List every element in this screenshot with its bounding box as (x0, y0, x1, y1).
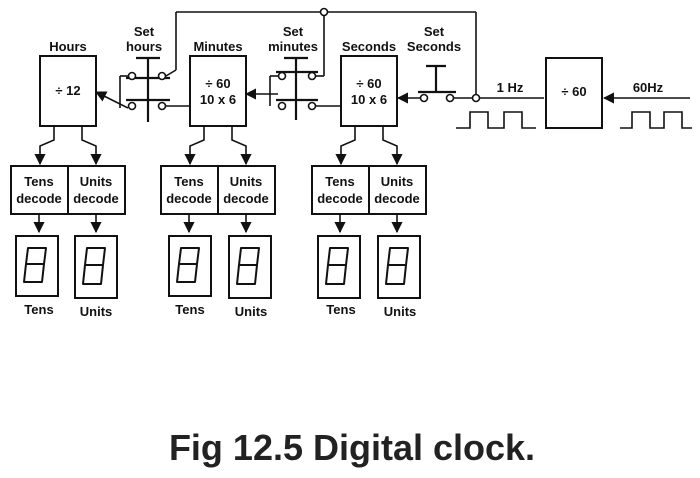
sixty-hz-signal: 60Hz (602, 80, 692, 129)
prescaler-box (545, 57, 603, 129)
hours-divider-box (39, 55, 97, 127)
hours-divider-label: ÷ 12 (55, 83, 80, 98)
minutes-units-decoder-label-1: Units (230, 174, 263, 189)
minutes-tens-display (168, 235, 212, 297)
set-seconds-label-2: Seconds (407, 39, 461, 54)
set-hours-switch: Set hours (94, 24, 190, 122)
minutes-divider-label: ÷ 60 (205, 76, 230, 91)
minutes-units-decoder-label-2: decode (223, 191, 269, 206)
set-minutes-switch: Set minutes (244, 24, 340, 120)
minutes-tens-caption: Tens (175, 302, 204, 317)
decoder-feeds (34, 126, 403, 166)
hours-tens-decoder-label-1: Tens (24, 174, 53, 189)
seconds-units-decoder-label-2: decode (374, 191, 420, 206)
set-minutes-label-1: Set (283, 24, 304, 39)
hours-decoders: Tens decode Units decode (10, 165, 126, 215)
minutes-units-decoder (217, 165, 276, 215)
minutes-units-display (228, 235, 272, 299)
seconds-tens-decoder-label-1: Tens (325, 174, 354, 189)
one-hz-label: 1 Hz (497, 80, 524, 95)
seconds-units-display (377, 235, 421, 299)
set-seconds-switch: Set Seconds (396, 24, 544, 104)
minutes-tens-decoder-label-1: Tens (174, 174, 203, 189)
seconds-divider-sublabel: 10 x 6 (351, 92, 387, 107)
minutes-counter: Minutes ÷ 60 10 x 6 (189, 39, 247, 127)
display-feeds (33, 214, 403, 234)
prescaler-label: ÷ 60 (561, 84, 586, 99)
minutes-divider-sublabel: 10 x 6 (200, 92, 236, 107)
hours-tens-display (15, 235, 59, 297)
seconds-units-caption: Units (384, 304, 417, 319)
minutes-tens-decoder-label-2: decode (166, 191, 212, 206)
seconds-tens-display (317, 235, 361, 299)
minutes-decoders: Tens decode Units decode (160, 165, 276, 215)
seconds-counter: Seconds ÷ 60 10 x 6 (340, 39, 398, 127)
hours-units-decoder-label-2: decode (73, 191, 119, 206)
set-hours-label-2: hours (126, 39, 162, 54)
seconds-tens-caption: Tens (326, 302, 355, 317)
minutes-divider-box (189, 55, 247, 127)
sixty-hz-label: 60Hz (633, 80, 664, 95)
prescaler-counter: ÷ 60 (545, 57, 603, 129)
hours-units-decoder-label-1: Units (80, 174, 113, 189)
seconds-tens-decoder-label-2: decode (317, 191, 363, 206)
seconds-divider-box (340, 55, 398, 127)
figure-caption: Fig 12.5 Digital clock. (169, 427, 535, 468)
minutes-title: Minutes (193, 39, 242, 54)
seconds-decoders: Tens decode Units decode (311, 165, 427, 215)
hours-units-display (74, 235, 118, 299)
seconds-title: Seconds (342, 39, 396, 54)
minutes-tens-decoder (160, 165, 219, 215)
set-minutes-label-2: minutes (268, 39, 318, 54)
one-hz-signal: 1 Hz (456, 80, 536, 129)
seconds-divider-label: ÷ 60 (356, 76, 381, 91)
minutes-units-caption: Units (235, 304, 268, 319)
set-seconds-label-1: Set (424, 24, 445, 39)
hours-tens-decoder-label-2: decode (16, 191, 62, 206)
feedback-bus (175, 7, 477, 94)
seconds-units-decoder (368, 165, 427, 215)
seconds-units-decoder-label-1: Units (381, 174, 414, 189)
set-hours-label-1: Set (134, 24, 155, 39)
hours-title: Hours (49, 39, 87, 54)
hours-counter: Hours ÷ 12 (39, 39, 97, 127)
hours-units-caption: Units (80, 304, 113, 319)
hours-tens-caption: Tens (24, 302, 53, 317)
